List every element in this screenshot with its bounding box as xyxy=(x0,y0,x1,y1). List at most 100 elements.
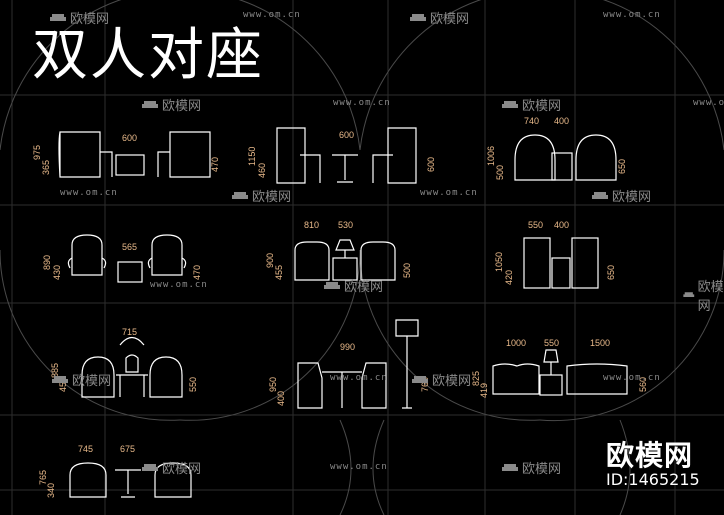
watermark-url: www.om.cn xyxy=(333,98,391,108)
svg-text:340: 340 xyxy=(46,483,56,498)
svg-text:470: 470 xyxy=(210,157,220,172)
svg-text:900: 900 xyxy=(265,253,275,268)
watermark-url: www.om.cn xyxy=(693,98,724,108)
watermark-logo: 欧模网 xyxy=(410,370,471,389)
chair-set-8 xyxy=(297,319,419,409)
dimensions-set-7: 715 885 450 550 xyxy=(50,327,198,392)
svg-text:560: 560 xyxy=(638,377,648,392)
chair-set-2 xyxy=(276,127,417,184)
sofa-icon xyxy=(142,100,158,108)
chair-set-4 xyxy=(67,234,187,283)
sofa-icon xyxy=(50,13,66,21)
watermark-logo: 欧模网 xyxy=(48,8,109,27)
svg-text:600: 600 xyxy=(426,157,436,172)
id-badge: 欧模网 ID:1465215 xyxy=(606,439,700,490)
watermark-url: www.om.cn xyxy=(603,10,661,20)
svg-text:715: 715 xyxy=(122,327,137,337)
dimensions-set-6: 550 400 1050 420 650 xyxy=(494,220,616,285)
chair-set-1 xyxy=(58,131,211,178)
watermark-logo: 欧模网 xyxy=(682,276,724,314)
watermark-logo: 欧模网 xyxy=(140,95,201,114)
sofa-icon xyxy=(324,281,340,289)
svg-text:400: 400 xyxy=(276,391,286,406)
svg-text:650: 650 xyxy=(617,159,627,174)
sofa-icon xyxy=(592,191,608,199)
svg-text:450: 450 xyxy=(58,377,68,392)
svg-text:1050: 1050 xyxy=(494,252,504,272)
svg-text:600: 600 xyxy=(339,130,354,140)
dimensions-set-10: 745 675 765 340 xyxy=(38,444,135,498)
svg-text:460: 460 xyxy=(257,163,267,178)
sofa-icon xyxy=(52,375,68,383)
watermark-url: www.om.cn xyxy=(330,462,388,472)
svg-text:400: 400 xyxy=(554,116,569,126)
watermark-url: www.om.cn xyxy=(603,373,661,383)
sofa-icon xyxy=(502,100,518,108)
dimensions-set-4: 565 890 430 470 xyxy=(42,242,202,280)
watermark-logo: 欧模网 xyxy=(322,276,383,295)
svg-text:455: 455 xyxy=(274,265,284,280)
svg-text:950: 950 xyxy=(268,377,278,392)
watermark-logo: 欧模网 xyxy=(590,186,651,205)
svg-text:650: 650 xyxy=(606,265,616,280)
svg-text:600: 600 xyxy=(122,133,137,143)
svg-text:430: 430 xyxy=(52,265,62,280)
sofa-icon xyxy=(232,191,248,199)
svg-text:565: 565 xyxy=(122,242,137,252)
svg-text:740: 740 xyxy=(524,116,539,126)
sofa-icon xyxy=(683,292,695,298)
svg-text:975: 975 xyxy=(32,145,42,160)
watermark-logo: 欧模网 xyxy=(408,8,469,27)
svg-text:500: 500 xyxy=(495,165,505,180)
watermark-logo: 欧模网 xyxy=(140,458,201,477)
svg-text:885: 885 xyxy=(50,363,60,378)
svg-text:1500: 1500 xyxy=(590,338,610,348)
watermark-logo: 欧模网 xyxy=(500,458,561,477)
watermark-url: www.om.cn xyxy=(60,188,118,198)
chair-set-5 xyxy=(294,239,396,281)
svg-text:419: 419 xyxy=(479,383,489,398)
svg-text:550: 550 xyxy=(188,377,198,392)
svg-text:530: 530 xyxy=(338,220,353,230)
watermark-logo: 欧模网 xyxy=(50,370,111,389)
watermark-url: www.om.cn xyxy=(150,280,208,290)
svg-text:550: 550 xyxy=(528,220,543,230)
badge-id: ID:1465215 xyxy=(606,470,700,489)
svg-text:745: 745 xyxy=(78,444,93,454)
svg-text:420: 420 xyxy=(504,270,514,285)
watermark-url: www.om.cn xyxy=(330,373,388,383)
svg-text:825: 825 xyxy=(471,371,481,386)
svg-text:760: 760 xyxy=(420,377,430,392)
svg-text:470: 470 xyxy=(192,265,202,280)
dimensions-set-1: 600 975 365 470 xyxy=(32,133,220,175)
svg-text:1150: 1150 xyxy=(247,147,257,166)
svg-text:765: 765 xyxy=(38,470,48,485)
chair-set-3 xyxy=(514,134,617,181)
svg-text:990: 990 xyxy=(340,342,355,352)
badge-brand: 欧模网 xyxy=(606,439,694,472)
dimensions-set-9: 1000 550 1500 825 419 560 xyxy=(471,338,648,398)
svg-text:675: 675 xyxy=(120,444,135,454)
svg-text:500: 500 xyxy=(402,263,412,278)
dimensions-set-8: 990 950 400 760 xyxy=(268,342,430,406)
chair-set-9 xyxy=(492,349,628,396)
sofa-icon xyxy=(142,463,158,471)
svg-text:810: 810 xyxy=(304,220,319,230)
svg-text:1006: 1006 xyxy=(486,146,496,166)
watermark-url: www.om.cn xyxy=(243,10,301,20)
watermark-url: www.om.cn xyxy=(420,188,478,198)
chair-set-7 xyxy=(81,336,183,398)
svg-text:890: 890 xyxy=(42,255,52,270)
dimensions-set-5: 810 530 900 455 500 xyxy=(265,220,412,280)
watermark-logo: 欧模网 xyxy=(230,186,291,205)
sofa-icon xyxy=(502,463,518,471)
svg-text:365: 365 xyxy=(41,160,51,175)
chair-set-6 xyxy=(523,237,599,289)
dimensions-set-3: 740 400 1006 500 650 xyxy=(486,116,627,180)
sofa-icon xyxy=(412,375,428,383)
svg-text:1000: 1000 xyxy=(506,338,526,348)
dimensions-set-2: 600 1150 460 600 xyxy=(247,130,436,178)
